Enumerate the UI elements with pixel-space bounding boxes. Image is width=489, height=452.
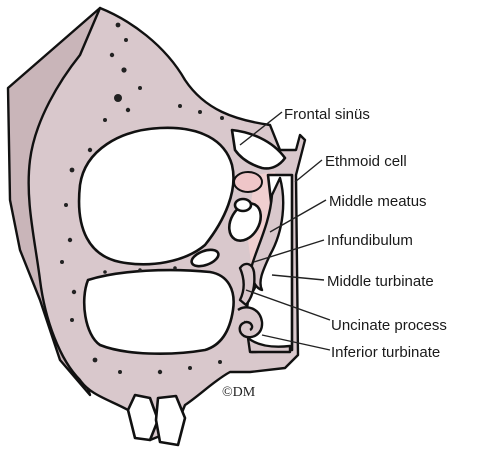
- maxillary-sinus-cavity: [84, 270, 233, 354]
- label-uncinate-process: Uncinate process: [331, 317, 447, 334]
- label-infundibulum: Infundibulum: [327, 232, 413, 249]
- label-frontal-sinus: Frontal sinüs: [284, 106, 370, 123]
- label-middle-turbinate: Middle turbinate: [327, 273, 434, 290]
- label-inferior-turbinate: Inferior turbinate: [331, 344, 440, 361]
- artist-signature: ©DM: [222, 385, 256, 400]
- label-middle-meatus: Middle meatus: [329, 193, 427, 210]
- label-ethmoid-cell: Ethmoid cell: [325, 153, 407, 170]
- ethmoid-cell-small: [235, 199, 251, 211]
- ethmoid-cell-upper: [234, 172, 262, 192]
